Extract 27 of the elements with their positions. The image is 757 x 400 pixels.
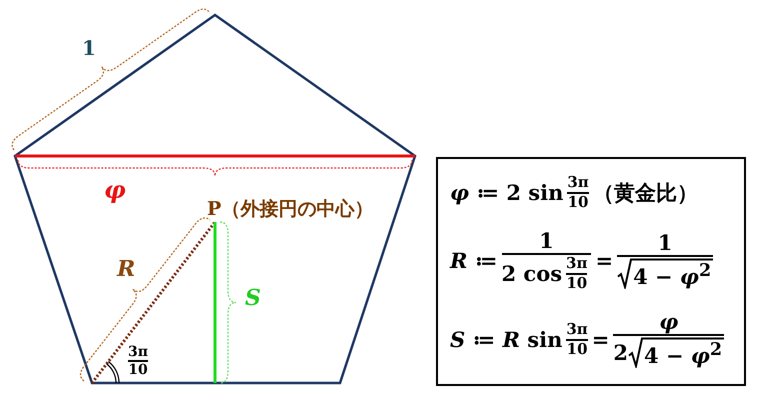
formula-text: （黄金比）	[592, 182, 698, 204]
point-label: P（外接円の中心）	[207, 200, 374, 219]
formula-text: φ	[659, 311, 678, 334]
formula-text: φ ≔ 2 sin	[450, 182, 564, 204]
formula-text: 2 cos	[502, 262, 562, 285]
formula-text: S ≔ R sin	[450, 328, 562, 351]
dimension-label: 1	[82, 38, 96, 58]
formula-text: 10	[566, 276, 588, 292]
dimension-label: R	[117, 258, 136, 280]
formula-text: =	[595, 250, 614, 272]
formula-box	[436, 157, 746, 386]
formula-text: 4 − φ$^{2}$	[633, 264, 712, 290]
angle-label: 10	[128, 362, 148, 376]
formula-text: R ≔	[450, 250, 498, 272]
formula-text: 10	[566, 342, 588, 358]
formula-text: 3π	[566, 322, 588, 338]
formula-text: 1	[539, 230, 554, 252]
formula-text: 3π	[566, 256, 588, 272]
formula-text: 4 − φ$^{2}$	[644, 343, 722, 368]
formula-text: 10	[568, 194, 588, 210]
dimension-label: S	[245, 287, 261, 309]
angle-label: 3π	[128, 345, 148, 359]
formula-text: 3π	[567, 174, 589, 191]
formula-text: =	[592, 328, 610, 351]
formula-text: 1	[658, 232, 672, 254]
dimension-label: φ	[104, 178, 126, 202]
formula-text: 2	[613, 342, 628, 364]
